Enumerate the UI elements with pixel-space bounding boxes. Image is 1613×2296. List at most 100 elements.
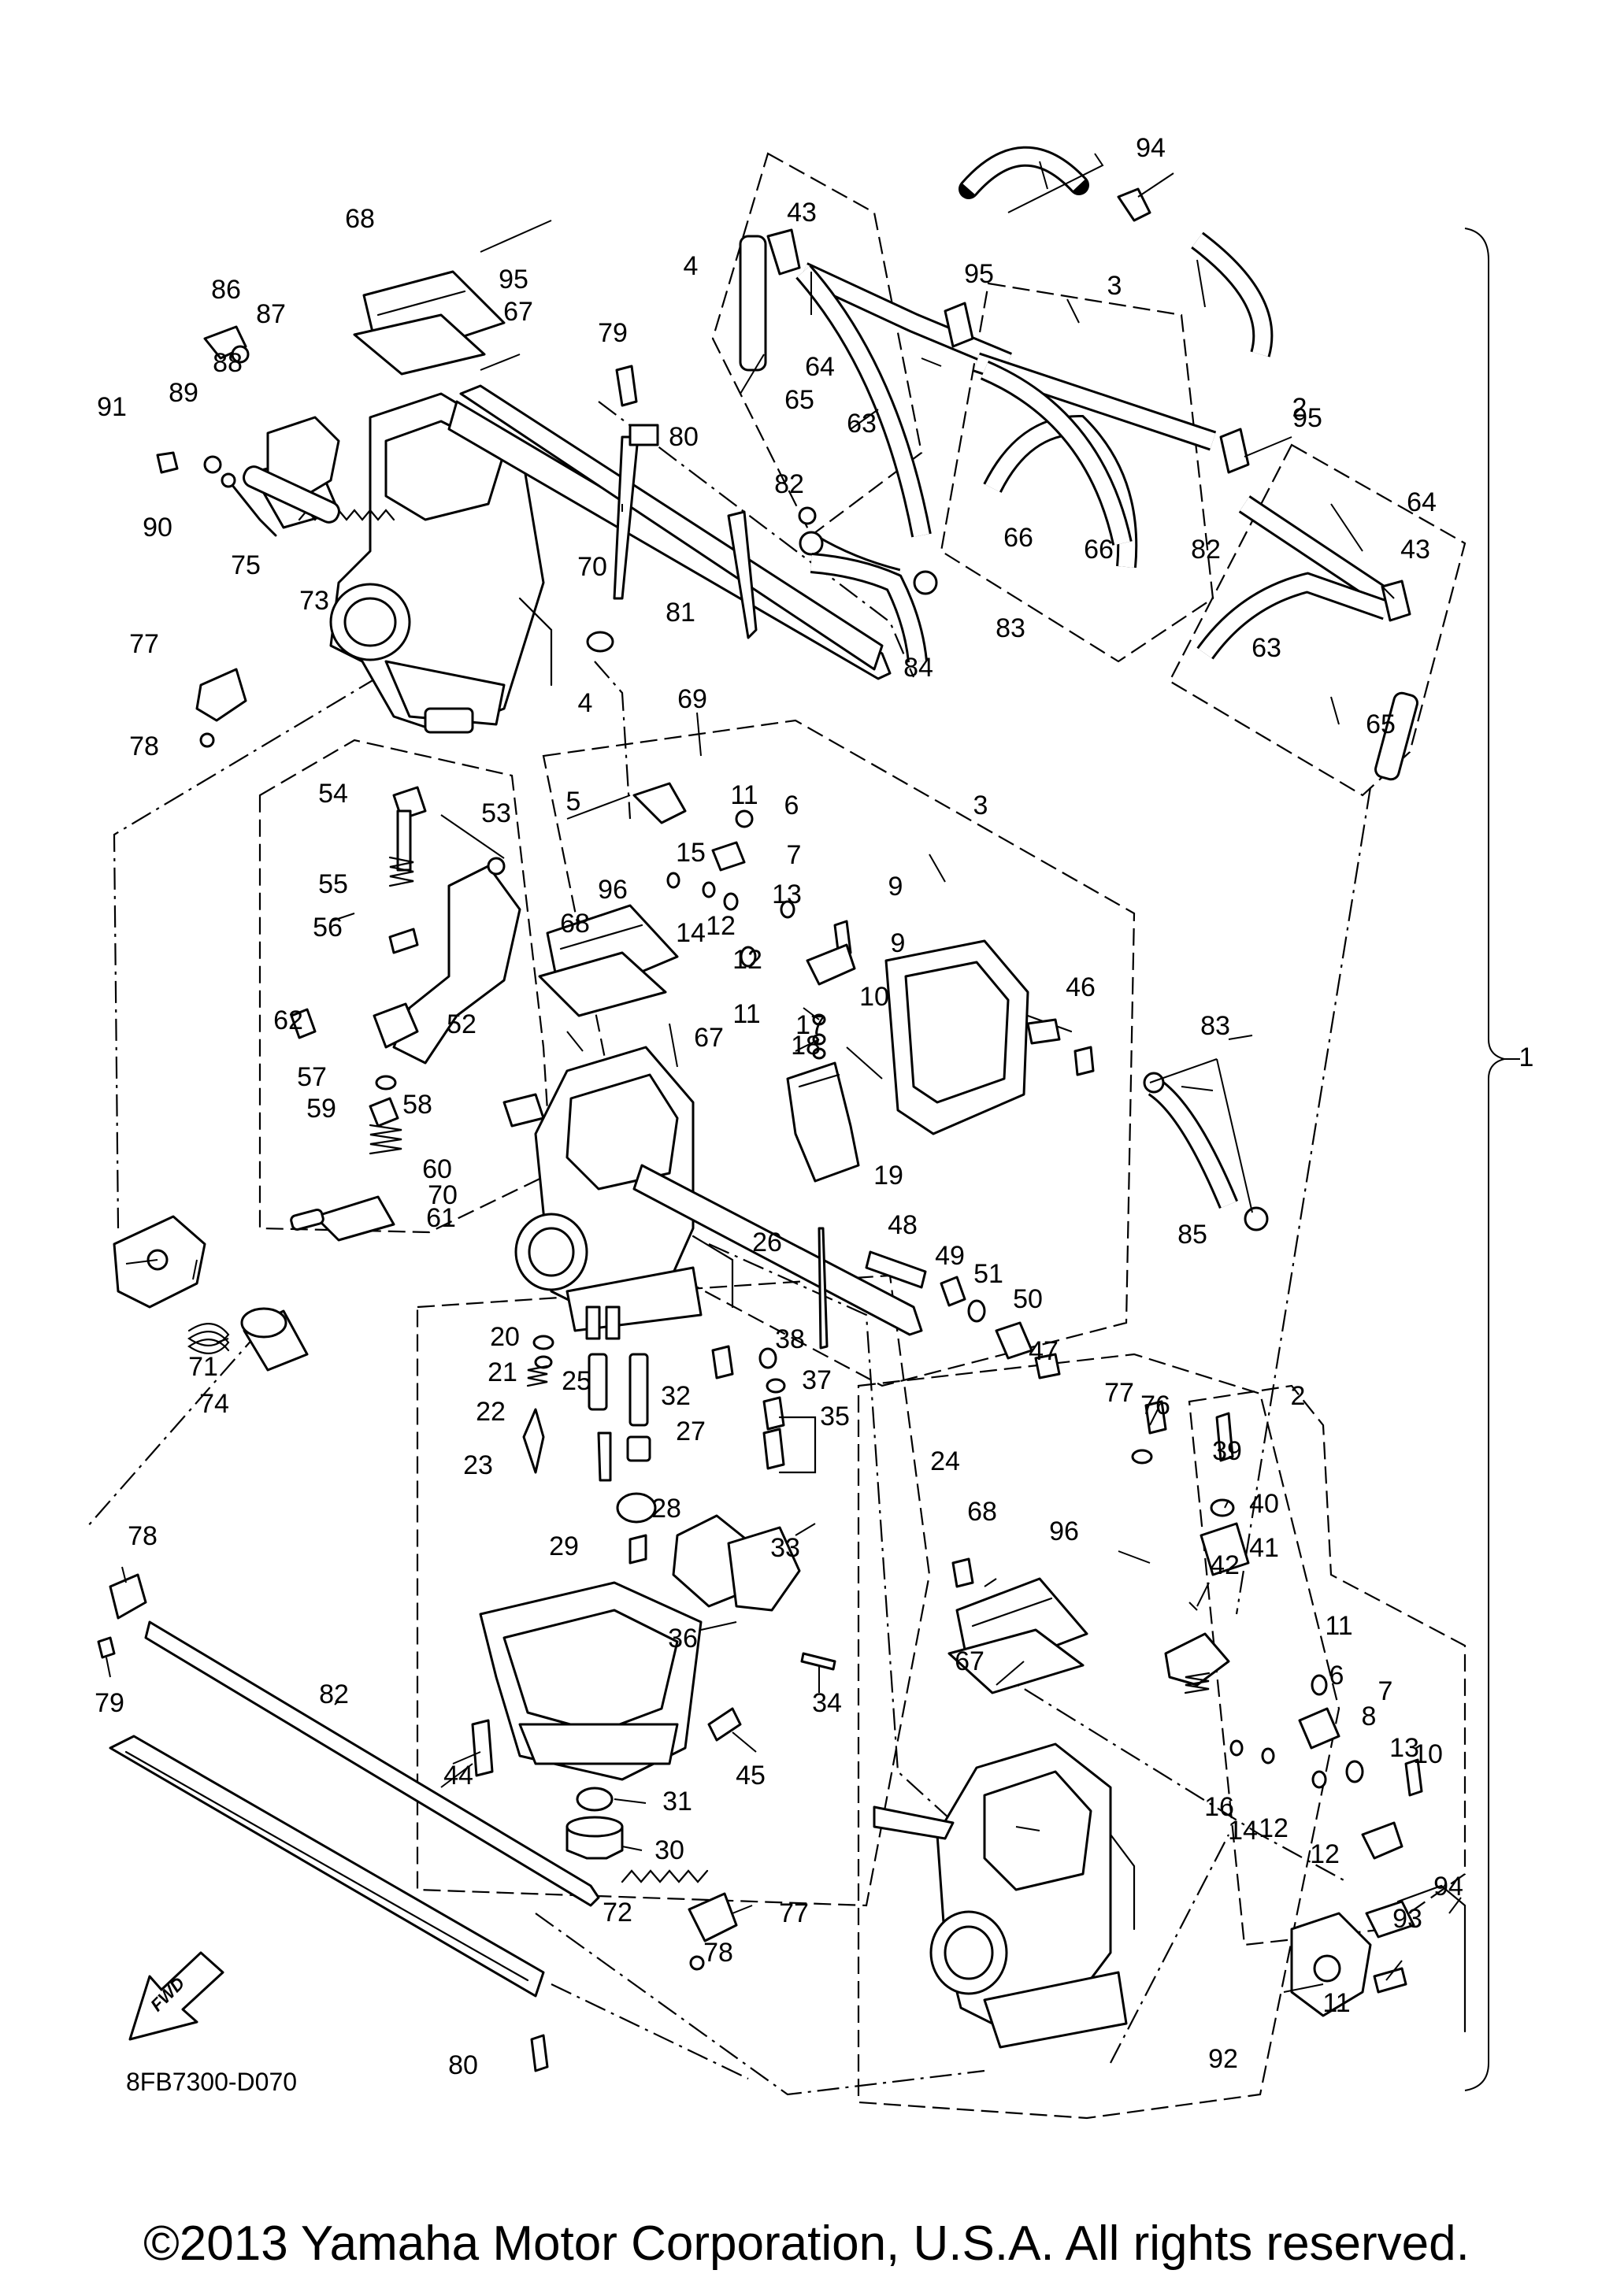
throttle-shaft-middle [632, 1164, 923, 1336]
bracket-77-mid [97, 1573, 147, 1659]
callout-number: 63 [847, 409, 877, 439]
callout-number: 11 [1325, 1611, 1352, 1641]
callout-number: 95 [1292, 403, 1322, 433]
callout-number: 12 [1259, 1813, 1289, 1843]
callout-number: 79 [95, 1688, 124, 1718]
callout-number: 71 [188, 1352, 218, 1382]
callout-number: 4 [578, 688, 593, 718]
hoses-top [739, 146, 1418, 781]
joint-plate-80 [459, 384, 884, 671]
callout-number: 42 [1210, 1550, 1240, 1580]
top-cover-upper [353, 270, 506, 376]
leader-lines [106, 153, 1462, 1993]
callout-number: 96 [1049, 1516, 1079, 1546]
callout-number: 38 [775, 1324, 805, 1354]
carburetor-body-lower [873, 1742, 1136, 2049]
callout-number: 27 [676, 1416, 706, 1446]
callout-number: 18 [791, 1031, 821, 1061]
callout-number: 67 [503, 297, 533, 327]
callout-number: 60 [422, 1154, 452, 1184]
callout-number: 33 [770, 1533, 800, 1563]
callout-number: 61 [426, 1203, 456, 1233]
callout-number: 59 [306, 1094, 336, 1124]
callout-number: 13 [1389, 1733, 1419, 1763]
copyright-notice: ©2013 Yamaha Motor Corporation, U.S.A. A… [143, 2216, 1470, 2271]
callout-number: 3 [973, 791, 988, 820]
callout-number: 14 [1228, 1816, 1258, 1846]
callout-number: 52 [447, 1009, 476, 1039]
callout-number: 22 [476, 1397, 506, 1427]
callout-number: 49 [935, 1241, 965, 1271]
callout-number: 78 [129, 731, 159, 761]
callout-number: 80 [448, 2050, 478, 2080]
callout-number: 11 [730, 780, 758, 810]
callout-number: 10 [859, 982, 889, 1012]
callout-number: 37 [802, 1365, 832, 1395]
callout-number: 66 [1003, 523, 1033, 553]
callout-number: 56 [313, 913, 343, 942]
callout-number: 28 [651, 1494, 681, 1524]
callout-number: 85 [1177, 1220, 1207, 1250]
callout-number: 23 [463, 1450, 493, 1480]
washer-71 [586, 631, 614, 653]
hose-83-upper [810, 553, 928, 663]
callout-number: 2 [1291, 1381, 1306, 1411]
callout-number: 11 [732, 999, 760, 1029]
rod-81 [144, 1620, 600, 1907]
callout-number: 64 [805, 352, 835, 382]
spring-70-upper [298, 509, 395, 521]
callout-number: 9 [891, 928, 906, 958]
callout-number: 77 [779, 1898, 809, 1928]
callout-number: 19 [873, 1161, 903, 1191]
callout-number: 67 [694, 1023, 724, 1053]
callout-number: 44 [443, 1761, 473, 1791]
callout-number: 82 [1191, 535, 1221, 565]
callout-number: 68 [560, 909, 590, 939]
callout-number: 25 [562, 1366, 591, 1396]
callout-number: 92 [1208, 2044, 1238, 2074]
starter-parts [290, 786, 506, 1242]
callout-number: 93 [1392, 1904, 1422, 1934]
screw-79-lower [530, 2034, 549, 2072]
callout-number: 51 [973, 1259, 1003, 1289]
carburetor-body-middle [502, 1046, 734, 1340]
callout-number: 12 [706, 911, 736, 941]
callout-number: 14 [676, 918, 706, 948]
assembly-bracket [1464, 228, 1505, 2091]
callout-number: 43 [787, 198, 817, 228]
callout-number: 40 [1249, 1489, 1279, 1519]
callout-number: 4 [684, 251, 699, 281]
callout-number: 68 [345, 204, 375, 234]
drawing-code: 8FB7300-D070 [126, 2068, 297, 2096]
callout-number: 11 [1322, 1988, 1350, 2018]
callout-number: 66 [1084, 535, 1114, 565]
callout-number: 8 [1362, 1702, 1377, 1731]
hose-83-middle [1143, 1072, 1269, 1231]
callout-number: 20 [490, 1322, 520, 1352]
callout-number: 72 [603, 1898, 632, 1928]
callout-number: 94 [1433, 1872, 1463, 1902]
callout-number: 3 [1107, 271, 1122, 301]
callout-number: 45 [736, 1761, 766, 1791]
drain-parts [565, 1787, 624, 1860]
bracket-77-upper [195, 668, 247, 748]
callout-number: 94 [1136, 133, 1166, 163]
callout-number: 67 [955, 1646, 984, 1676]
callout-number: 10 [1413, 1739, 1443, 1769]
joints-tee [766, 187, 1411, 622]
callout-number: 65 [784, 385, 814, 415]
callout-number: 6 [1329, 1661, 1344, 1691]
float-parts [522, 1335, 817, 1565]
callout-number: 88 [213, 348, 243, 378]
screw-and-jets [818, 1227, 1061, 1379]
callout-number: 63 [1251, 633, 1281, 663]
callout-number: 21 [488, 1357, 517, 1387]
callout-number: 74 [199, 1389, 229, 1419]
callout-number: 70 [577, 552, 607, 582]
callout-number: 46 [1066, 972, 1096, 1002]
callout-number: 32 [661, 1381, 691, 1411]
callout-number: 82 [774, 469, 804, 499]
callout-number: 13 [772, 880, 802, 909]
top-cover-lower [947, 1557, 1088, 1694]
